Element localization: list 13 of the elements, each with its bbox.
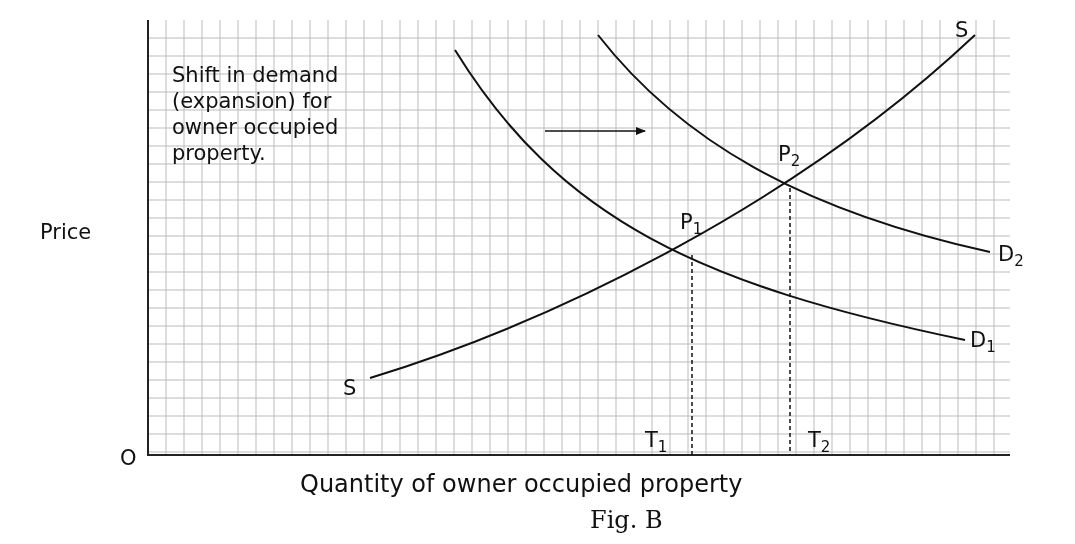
point-label: P$_{2}$ [778,142,801,173]
annotation-text: Shift in demand (expansion) for owner occupied property. [172,62,340,166]
axis-label: Price [40,220,92,244]
curve-label: D$_{1}$ [970,328,996,359]
curve-label: S [955,18,969,42]
origin-label: O [120,446,137,470]
figure-caption: Fig. B [590,508,663,532]
axis-label: Quantity of owner occupied property [300,472,743,496]
point-label: T$_{2}$ [808,428,831,459]
point-label: T$_{1}$ [645,428,668,459]
curve-label: D$_{2}$ [998,242,1024,273]
curve-label: S [343,376,357,400]
point-label: P$_{1}$ [680,210,703,241]
